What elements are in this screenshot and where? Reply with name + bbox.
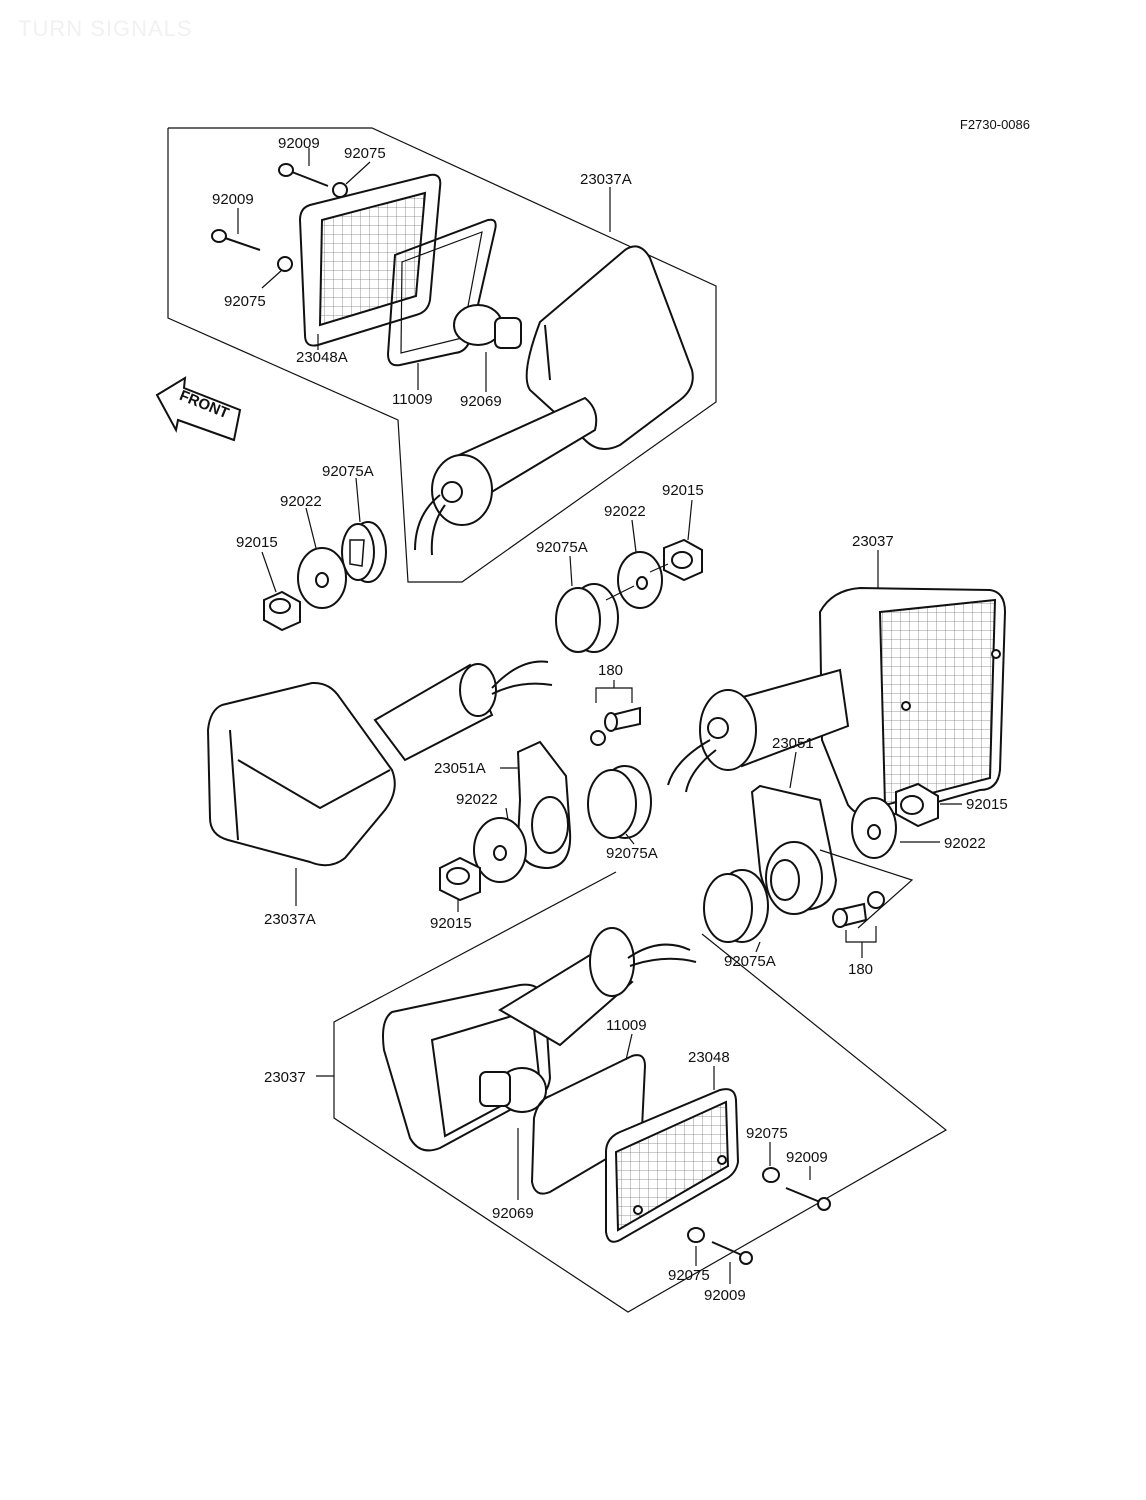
grommet-92075A-right-upper bbox=[555, 583, 619, 653]
label-92015-upper-right: 92015 bbox=[662, 482, 704, 499]
grommet-92075A-left bbox=[341, 521, 387, 583]
label-11009-upper: 11009 bbox=[392, 391, 433, 408]
grommet-92075A-left-middle bbox=[587, 765, 652, 839]
nut-92015-right-middle bbox=[895, 782, 939, 828]
label-92015-middle-left: 92015 bbox=[430, 915, 472, 932]
lower-assembly-outline bbox=[333, 871, 948, 1313]
bolt-180-left bbox=[590, 706, 641, 746]
screw-92009-lower-1 bbox=[785, 1187, 831, 1211]
label-92075A-middle-left: 92075A bbox=[606, 845, 658, 862]
bolt-180-right bbox=[832, 891, 885, 928]
nut-92015-left-middle bbox=[439, 856, 481, 902]
washer-92075-upper-2 bbox=[277, 256, 293, 272]
washer-92022-left bbox=[297, 547, 347, 609]
label-23037-right: 23037 bbox=[852, 533, 894, 550]
label-92022-middle-left: 92022 bbox=[456, 791, 498, 808]
label-92015-upper-left: 92015 bbox=[236, 534, 278, 551]
label-92075-upper-1: 92075 bbox=[344, 145, 386, 162]
washer-92075-lower-1 bbox=[762, 1167, 780, 1183]
label-92009-upper-1: 92009 bbox=[278, 135, 320, 152]
callout-labels: 92009 92075 23037A 92009 92075 23048A 11… bbox=[212, 135, 1008, 1304]
washer-92075-lower-2 bbox=[687, 1227, 705, 1243]
label-23051: 23051 bbox=[772, 735, 814, 752]
label-92075A-middle-right: 92075A bbox=[724, 953, 776, 970]
label-92075-upper-2: 92075 bbox=[224, 293, 266, 310]
label-92009-lower-1: 92009 bbox=[786, 1149, 828, 1166]
housing-23037A-upper bbox=[414, 245, 694, 556]
label-92075A-upper-right: 92075A bbox=[536, 539, 588, 556]
label-92009-lower-2: 92009 bbox=[704, 1287, 746, 1304]
housing-23037-lower bbox=[382, 927, 697, 1152]
leader-lines bbox=[237, 148, 962, 1284]
label-23048A: 23048A bbox=[296, 349, 348, 366]
bulb-92069-lower bbox=[479, 1067, 547, 1113]
label-92075-lower-1: 92075 bbox=[746, 1125, 788, 1142]
washer-92022-left-middle bbox=[473, 817, 527, 883]
label-92022-upper-right: 92022 bbox=[604, 503, 646, 520]
washer-92075-upper-1 bbox=[332, 182, 348, 198]
housing-23037A-left bbox=[206, 660, 553, 867]
bracket-23051A bbox=[516, 740, 572, 870]
grommet-92075A-right-middle bbox=[703, 869, 769, 943]
label-92015-middle-right: 92015 bbox=[966, 796, 1008, 813]
page-title: TURN SIGNALS bbox=[18, 16, 193, 41]
label-92075-lower-2: 92075 bbox=[668, 1267, 710, 1284]
front-arrow-icon: FRONT bbox=[155, 376, 242, 442]
screw-92009-upper-2 bbox=[211, 229, 261, 251]
nut-92015-right-upper bbox=[663, 538, 703, 582]
bulb-92069 bbox=[453, 304, 522, 349]
bracket-23051 bbox=[750, 784, 838, 915]
label-23048: 23048 bbox=[688, 1049, 730, 1066]
figure-reference: F2730-0086 bbox=[959, 117, 1030, 132]
label-180-right: 180 bbox=[848, 961, 873, 978]
lens-23048 bbox=[605, 1088, 740, 1243]
nut-92015-left bbox=[263, 590, 301, 632]
label-92069-upper: 92069 bbox=[460, 393, 502, 410]
lens-23048A bbox=[298, 173, 442, 347]
upper-assembly-outline bbox=[167, 127, 717, 583]
label-23037A-left: 23037A bbox=[264, 911, 316, 928]
label-23037A-upper: 23037A bbox=[580, 171, 632, 188]
label-92009-upper-2: 92009 bbox=[212, 191, 254, 208]
washer-92022-right-middle bbox=[851, 797, 897, 859]
label-180-left: 180 bbox=[598, 662, 623, 679]
label-92022-middle-right: 92022 bbox=[944, 835, 986, 852]
label-92075A-upper-left: 92075A bbox=[322, 463, 374, 480]
screw-92009-upper-1 bbox=[278, 163, 329, 187]
screw-92009-lower-2 bbox=[711, 1241, 753, 1265]
label-23051A: 23051A bbox=[434, 760, 486, 777]
label-23037-lower: 23037 bbox=[264, 1069, 306, 1086]
label-92069-lower: 92069 bbox=[492, 1205, 534, 1222]
washer-92022-right-upper bbox=[617, 551, 663, 609]
label-11009-lower: 11009 bbox=[606, 1017, 647, 1034]
label-92022-upper-left: 92022 bbox=[280, 493, 322, 510]
housing-23037-right bbox=[667, 586, 1007, 820]
